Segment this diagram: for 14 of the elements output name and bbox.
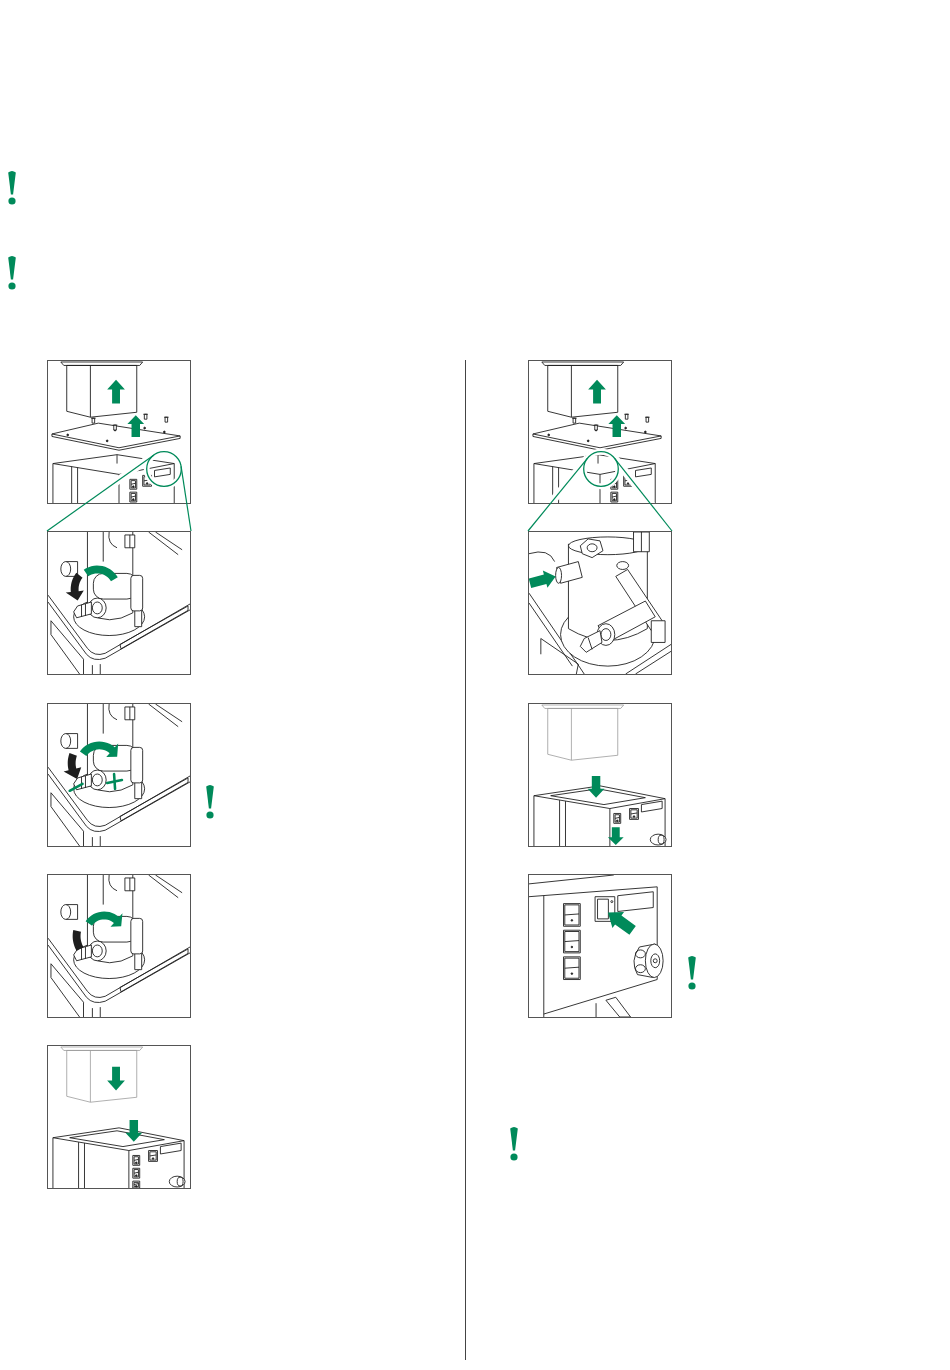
step-illustration <box>47 360 191 504</box>
step-illustration <box>528 531 672 675</box>
magnifier-circle <box>146 451 182 487</box>
step-illustration <box>47 1045 191 1189</box>
zoom-line <box>180 465 192 532</box>
step-illustration <box>47 531 191 675</box>
step-illustration <box>47 874 191 1018</box>
zoom-line <box>527 457 589 532</box>
step-illustration <box>47 703 191 847</box>
zoom-line <box>46 454 155 532</box>
step-illustration <box>528 360 672 504</box>
zoom-line <box>614 457 673 532</box>
step-illustration <box>528 703 672 847</box>
magnifier-circle <box>583 451 619 487</box>
